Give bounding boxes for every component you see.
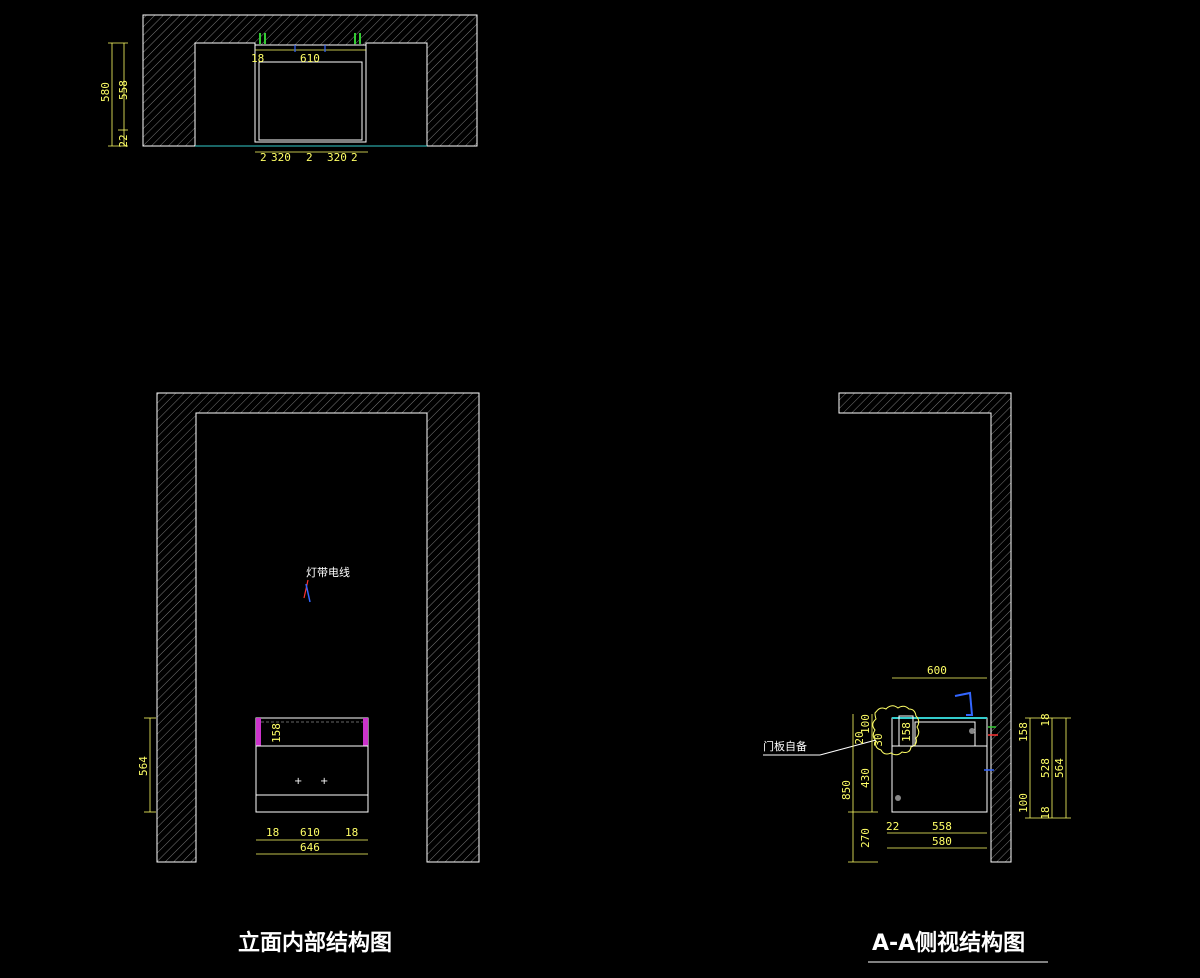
elevation-dim-drawer: 158 [270,723,283,743]
elevation-side-panel-left [256,718,261,746]
plan-view: 18 610 580 558 22 2 320 2 320 2 [99,14,478,164]
plan-dim-top-1: 610 [300,52,320,65]
plan-dim-bottom-2: 2 [306,151,313,164]
section-door-note: 门板自备 [763,739,807,753]
elevation-dim-bottom-2: 18 [345,826,358,839]
section-dim-right-5: 18 [1039,806,1052,819]
elevation-dim-total: 646 [300,841,320,854]
plan-dim-left-0: 580 [99,82,112,102]
section-dim-right-3: 564 [1053,758,1066,778]
section-dim-left-4: 430 [859,768,872,788]
plan-cabinet-outline [254,44,367,143]
section-dim-right-2: 528 [1039,758,1052,778]
plan-dim-bottom-1: 320 [271,151,291,164]
section-dim-bottom-0: 22 [886,820,899,833]
elevation-dim-height: 564 [137,756,150,776]
section-dim-left-2: 30 [872,733,885,746]
section-title: A-A侧视结构图 [872,930,1025,956]
section-faucet [954,691,974,716]
section-wall [838,392,1012,863]
plan-dim-top-0: 18 [251,52,264,65]
section-dim-left-0: 100 [859,714,872,734]
elevation-cabinet [255,717,369,813]
elevation-cable-note: 灯带电线 [306,565,350,579]
plan-dim-bottom-4: 2 [351,151,358,164]
svg-text:+: + [294,776,302,787]
elevation-view: + + 158 灯带电线 564 18 610 18 646 立面内部结构图 [137,392,480,956]
svg-text:+: + [320,776,328,787]
elevation-dim-bottom-1: 610 [300,826,320,839]
section-dim-left-6: 270 [859,828,872,848]
elevation-wall [156,392,480,863]
section-revision-cloud [872,705,920,756]
plan-cabinet-inner [258,61,363,141]
plan-dim-bottom-0: 2 [260,151,267,164]
elevation-dim-bottom-0: 18 [266,826,279,839]
elevation-side-panel-right [363,718,368,746]
plan-dim-left-2: 22 [117,134,130,147]
section-basin [914,721,976,747]
section-dim-right-1: 158 [1017,722,1030,742]
section-dim-left-1: 20 [853,731,866,744]
section-dim-left-3: 158 [900,722,913,742]
section-dim-bottom-1: 558 [932,820,952,833]
plan-dim-bottom-3: 320 [327,151,347,164]
elevation-cable-marker [303,579,309,599]
section-dim-bottom-2: 580 [932,835,952,848]
section-view: 600 门板自备 100 20 30 158 430 850 270 18 15… [763,392,1071,963]
plan-dim-left-1: 558 [117,80,130,100]
section-dim-right-0: 18 [1039,713,1052,726]
section-dim-right-4: 100 [1017,793,1030,813]
elevation-title: 立面内部结构图 [238,930,392,956]
plan-wall [142,14,478,147]
section-dim-left-5: 850 [840,780,853,800]
section-dim-top: 600 [927,664,947,677]
